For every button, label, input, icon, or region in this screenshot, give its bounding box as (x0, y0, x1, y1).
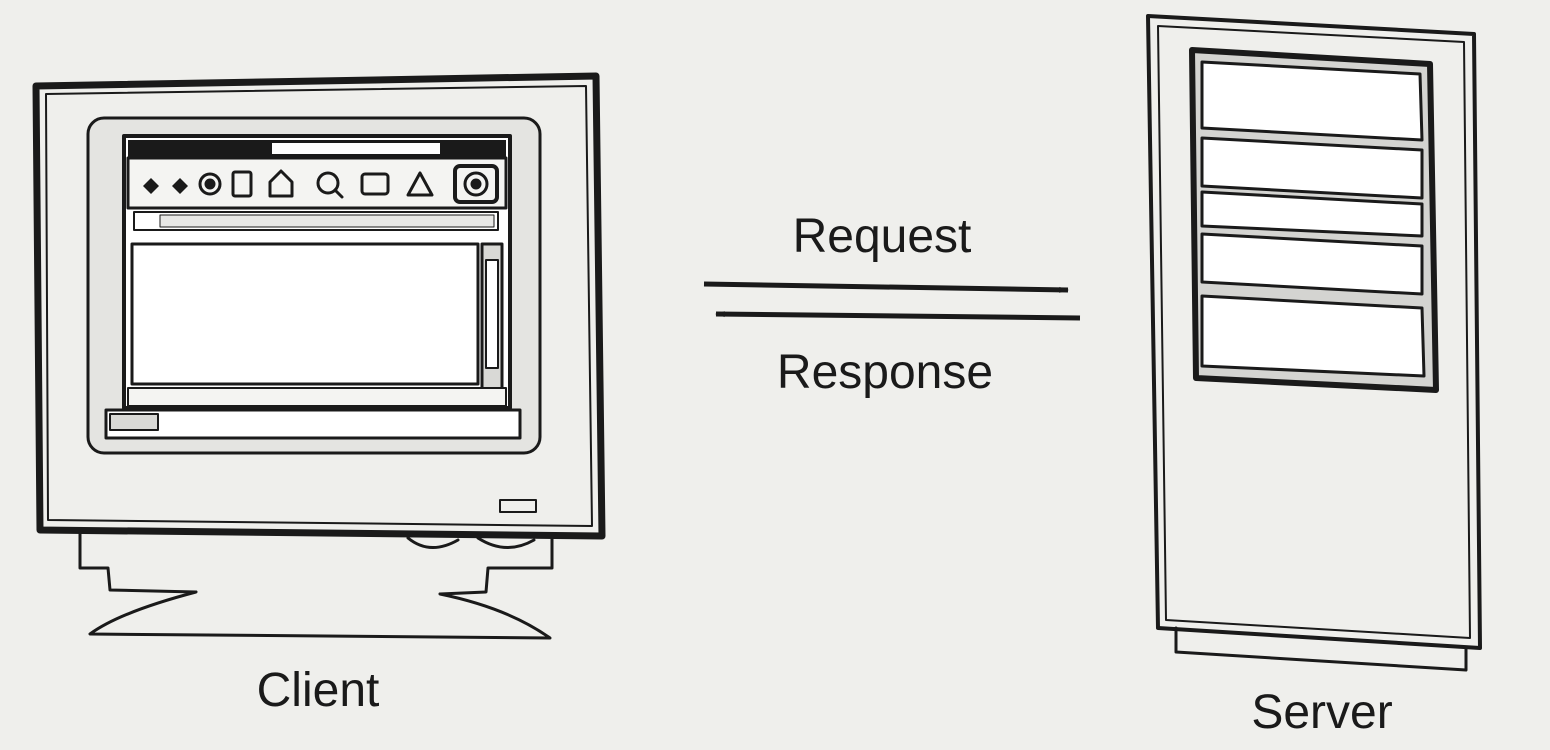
request-label: Request (793, 210, 972, 263)
request-arrow (703, 281, 1069, 293)
response-arrow (715, 311, 1081, 321)
server-label: Server (1251, 686, 1392, 739)
drive-bays (1200, 60, 1426, 378)
client-label: Client (257, 664, 380, 717)
response-label: Response (777, 346, 993, 399)
toolbar-icons (143, 164, 499, 204)
server-tower-icon (1146, 14, 1482, 672)
client-computer-icon (32, 72, 606, 640)
